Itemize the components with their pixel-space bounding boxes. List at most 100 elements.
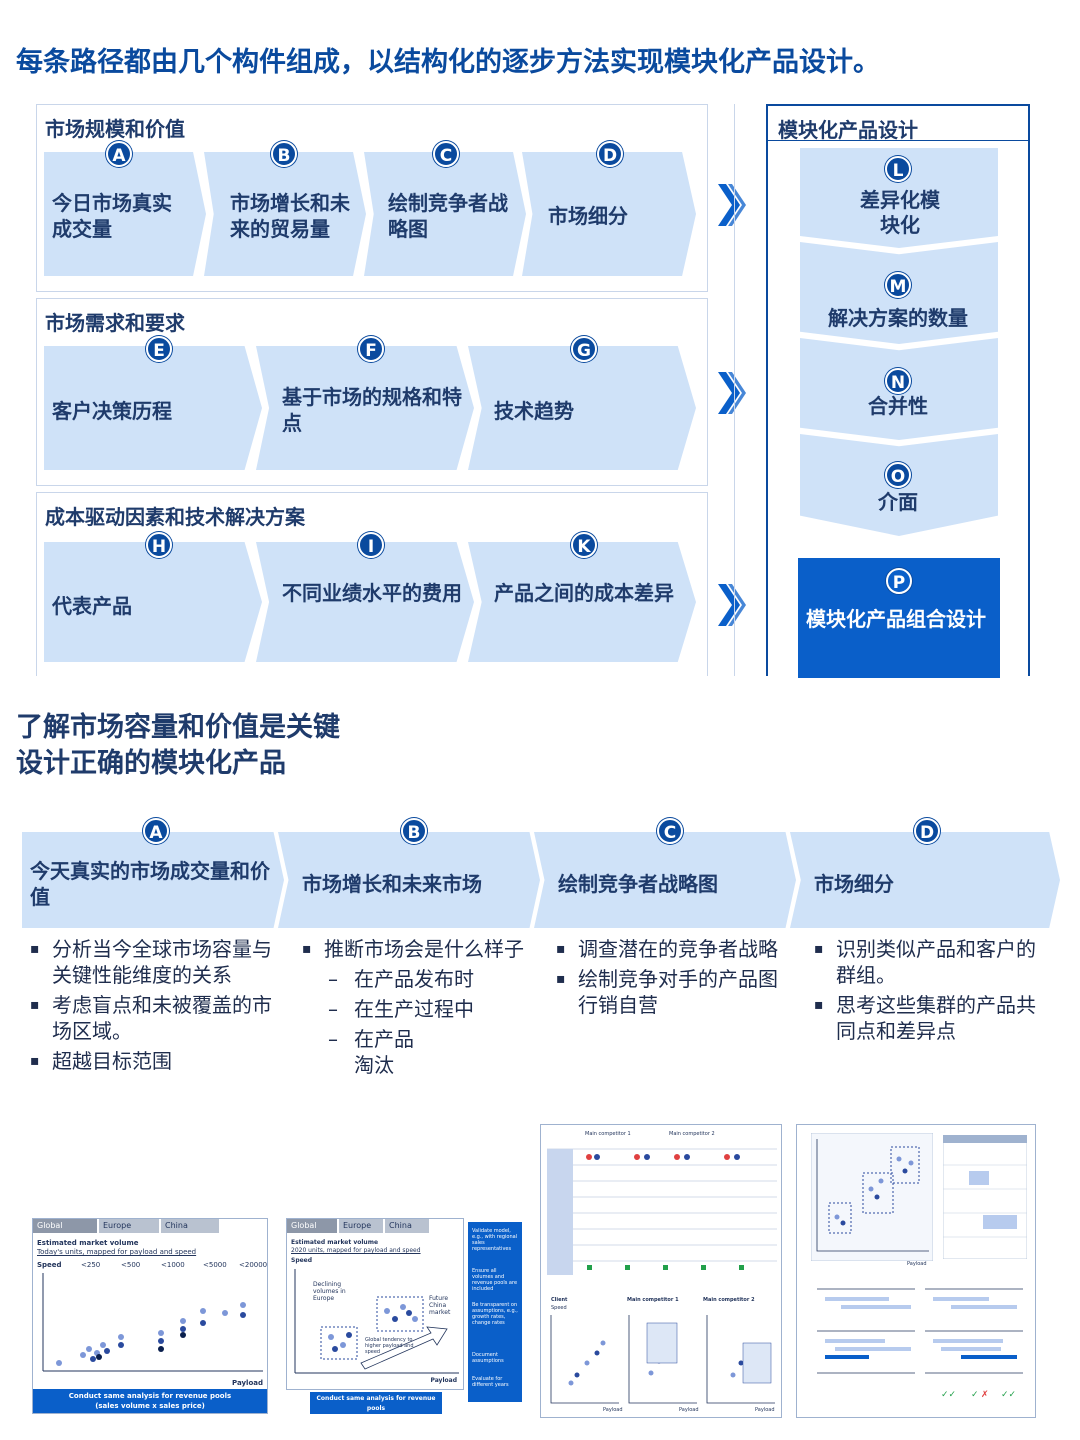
badge-n: N xyxy=(885,368,911,394)
column-label: Main competitor 2 xyxy=(669,1131,715,1137)
column-label: Main competitor 1 xyxy=(585,1131,631,1137)
chevron-label: 市场增长和未来的贸易量 xyxy=(230,191,350,241)
footer-line: (sales volume x sales price) xyxy=(95,1402,205,1410)
section-subtitle: 了解市场容量和价值是关键 设计正确的模块化产品 xyxy=(16,710,340,782)
bullet-item: 推断市场会是什么样子 xyxy=(302,936,532,962)
annotation: Declining volumes in Europe xyxy=(313,1281,346,1302)
chevron-label: 绘制竞争者战略图 xyxy=(388,191,508,241)
svg-text:✓: ✓ xyxy=(971,1390,979,1400)
chevron-label: 市场细分 xyxy=(548,204,628,228)
badge-h: H xyxy=(146,532,172,558)
vertical-chevron-label: 合并性 xyxy=(868,394,928,418)
sub-bullet-item: 在产品发布时 xyxy=(302,966,532,992)
bullet-item: 识别类似产品和客户的群组。 xyxy=(814,936,1042,988)
tile-label: 模块化产品组合设计 xyxy=(806,607,986,631)
axis-y-label: Speed xyxy=(291,1257,313,1264)
thumbnail-market-volume-future: Global Europe China Estimated market vol… xyxy=(286,1218,464,1390)
subtitle-line: 了解市场容量和价值是关键 xyxy=(16,712,340,743)
competitor-scatter-panels xyxy=(550,1315,775,1404)
sub-bullet-item: 在产品淘汰 xyxy=(302,1026,422,1078)
segment-spec-table xyxy=(943,1135,1027,1259)
thumb-heading: Estimated market volume xyxy=(37,1239,139,1247)
legend-item: <20000 xyxy=(239,1261,268,1269)
axis-y-label: Speed xyxy=(37,1261,62,1269)
chevron-i xyxy=(256,542,474,662)
vertical-chevron-label: 解决方案的数量 xyxy=(828,306,968,330)
step-chevron-a xyxy=(22,832,284,928)
step-label: 今天真实的市场成交量和价值 xyxy=(30,859,270,909)
badge-k: K xyxy=(571,532,597,558)
note-item: Evaluate for different years xyxy=(472,1376,509,1388)
step-chevron-c xyxy=(534,832,796,928)
note-item: Document assumptions xyxy=(472,1352,504,1364)
bullets-c: 调查潜在的竞争者战略 绘制竞争对手的产品图行销自营 xyxy=(556,936,784,1022)
chevron-label: 今日市场真实成交量 xyxy=(52,191,172,241)
panel-label: Main competitor 2 xyxy=(703,1297,755,1303)
thumb-heading: Estimated market volume xyxy=(291,1239,379,1246)
legend-item: <250 xyxy=(81,1261,101,1269)
axis-x-label: Payload xyxy=(755,1407,775,1413)
footer-line: (sales volume x sales price) xyxy=(329,1415,423,1422)
bullet-item: 绘制竞争对手的产品图行销自营 xyxy=(556,966,784,1018)
bullet-item: 考虑盲点和未被覆盖的市场区域。 xyxy=(30,992,280,1044)
tab-europe: Europe xyxy=(99,1219,159,1233)
bullets-a: 分析当今全球市场容量与关键性能维度的关系 考虑盲点和未被覆盖的市场区域。 超越目… xyxy=(30,936,280,1078)
note-item: Be transparent on assumptions, e.g., gro… xyxy=(472,1302,518,1326)
bullets-d: 识别类似产品和客户的群组。 思考这些集群的产品共同点和差异点 xyxy=(814,936,1042,1048)
panel-title: 模块化产品设计 xyxy=(778,118,918,142)
chevron-a xyxy=(44,152,206,276)
chevron-label: 客户决策历程 xyxy=(52,399,172,423)
badge-g: G xyxy=(571,336,597,362)
vertical-chevron-label: 差异化模块化 xyxy=(860,188,940,237)
badge-a: A xyxy=(106,141,132,167)
bullet-item: 调查潜在的竞争者战略 xyxy=(556,936,784,962)
bubble-scatter-plot xyxy=(294,1269,459,1374)
step-label: 市场增长和未来市场 xyxy=(302,872,482,896)
tab-global: Global xyxy=(287,1219,337,1233)
badge-c: C xyxy=(433,141,459,167)
portfolio-design-tile: P 模块化产品组合设计 xyxy=(798,558,1000,678)
bullet-item: 超越目标范围 xyxy=(30,1048,280,1074)
panel-label: Client xyxy=(551,1297,568,1303)
badge-i: I xyxy=(358,532,384,558)
chevron-label: 产品之间的成本差异 xyxy=(494,581,674,605)
segment-range-bars: ✓✓✓✓✓ ✗ xyxy=(817,1288,1023,1400)
chevron-label: 技术趋势 xyxy=(494,399,574,423)
chevron-e xyxy=(44,346,262,470)
step-badge-c: C xyxy=(657,818,683,844)
annotation: Future China market xyxy=(429,1295,451,1316)
thumb-footer: Conduct same analysis for revenue pools … xyxy=(310,1392,442,1422)
tab-europe: Europe xyxy=(339,1219,383,1233)
tab-global: Global xyxy=(33,1219,97,1233)
thumb-subheading: Today's units, mapped for payload and sp… xyxy=(37,1248,197,1256)
competitor-table-grid xyxy=(547,1148,777,1275)
modular-design-panel: 模块化产品设计 L 差异化模块化 M 解决方案的数量 N 合并性 O 介面 P … xyxy=(766,104,1030,678)
badge-p: P xyxy=(886,568,912,594)
axis-x-label: Payload xyxy=(603,1407,623,1413)
svg-text:✓✓: ✓✓ xyxy=(941,1390,956,1400)
step-chevron-b xyxy=(278,832,540,928)
axis-y-label: Speed xyxy=(551,1305,567,1311)
chevron-c xyxy=(364,152,526,276)
chevron-d xyxy=(522,152,696,276)
bullet-item: 分析当今全球市场容量与关键性能维度的关系 xyxy=(30,936,280,988)
panel-divider xyxy=(768,140,1028,141)
panel-label: Main competitor 1 xyxy=(627,1297,679,1303)
svg-text:✓✓: ✓✓ xyxy=(1001,1390,1016,1400)
badge-o: O xyxy=(885,462,911,488)
chevron-g xyxy=(468,346,696,470)
group-title: 市场需求和要求 xyxy=(45,311,185,335)
footer-line: Conduct same analysis for revenue pools xyxy=(68,1392,232,1400)
bullets-b: 推断市场会是什么样子 在产品发布时 在生产过程中 在产品淘汰 xyxy=(302,936,532,1082)
legend-item: <500 xyxy=(121,1261,141,1269)
axis-x-label: Payload xyxy=(430,1377,457,1384)
badge-d: D xyxy=(597,141,623,167)
badge-b: B xyxy=(271,141,297,167)
double-chevron-right-icon xyxy=(718,584,746,626)
svg-text:✗: ✗ xyxy=(981,1390,989,1400)
badge-e: E xyxy=(146,336,172,362)
badge-l: L xyxy=(885,156,911,182)
step-badge-b: B xyxy=(401,818,427,844)
legend-item: <1000 xyxy=(161,1261,185,1269)
group-title: 成本驱动因素和技术解决方案 xyxy=(45,505,305,529)
